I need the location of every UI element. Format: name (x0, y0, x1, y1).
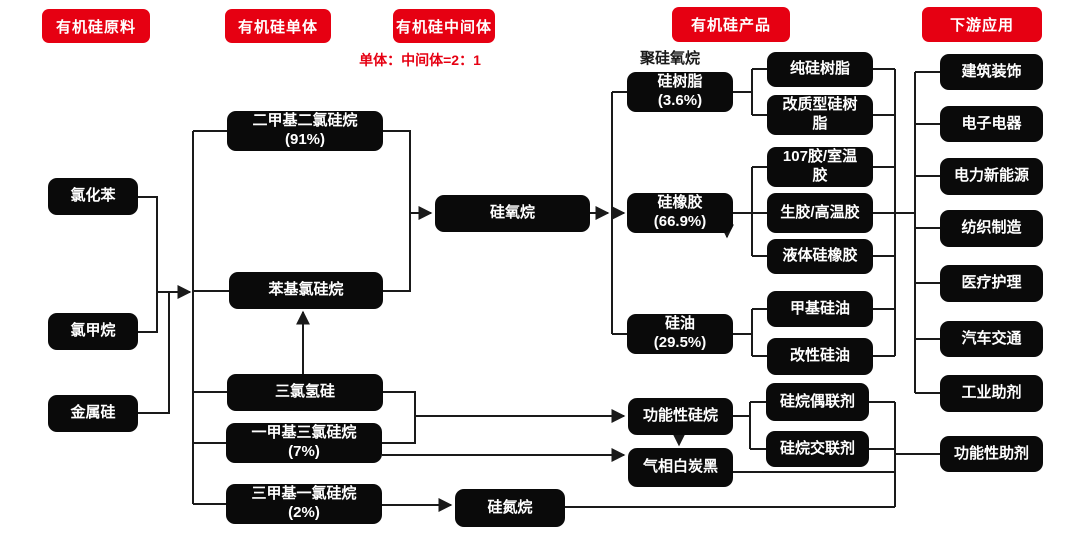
node-industrial-additive: 工业助剂 (940, 375, 1043, 412)
node-chlorobenzene: 氯化苯 (48, 178, 138, 215)
connector-line (914, 71, 940, 394)
connector-line (869, 401, 896, 507)
node-silicone-oil: 硅油 (29.5%) (627, 314, 733, 354)
node-dimethyldichlorosilane: 二甲基二氯硅烷 (91%) (227, 111, 383, 151)
connector-line (733, 68, 767, 116)
node-functional-silane: 功能性硅烷 (628, 398, 733, 435)
node-electronics: 电子电器 (940, 106, 1043, 142)
node-functional-additive: 功能性助剂 (940, 436, 1043, 472)
node-crosslinking-agent: 硅烷交联剂 (766, 431, 869, 467)
connector-line (138, 196, 158, 333)
connector-line (733, 166, 767, 257)
node-textile: 纺织制造 (940, 210, 1043, 247)
node-chloromethane: 氯甲烷 (48, 313, 138, 350)
node-trimethylchlorosilane: 三甲基一氯硅烷 (2%) (226, 484, 382, 524)
node-liquid-rubber: 液体硅橡胶 (767, 239, 873, 274)
connector-line (733, 401, 766, 450)
connector-line (733, 308, 767, 357)
header-products: 有机硅产品 (672, 7, 790, 42)
node-siloxane: 硅氧烷 (435, 195, 590, 232)
header-monomers: 有机硅单体 (225, 9, 331, 43)
node-silazane: 硅氮烷 (455, 489, 565, 527)
node-glue-107: 107胶/室温胶 (767, 147, 873, 187)
node-medical-care: 医疗护理 (940, 265, 1043, 302)
node-automotive: 汽车交通 (940, 321, 1043, 357)
node-phenylchlorosilane: 苯基氯硅烷 (229, 272, 383, 309)
connector-line (193, 130, 229, 505)
node-silicone-resin: 硅树脂 (3.6%) (627, 72, 733, 112)
node-silicone-rubber: 硅橡胶 (66.9%) (627, 193, 733, 233)
node-raw-high-temp-glue: 生胶/高温胶 (767, 193, 873, 233)
connector-line (138, 291, 170, 414)
connector-line (382, 391, 416, 444)
polysiloxane-label: 聚硅氧烷 (640, 50, 701, 67)
node-trichlorosilane: 三氯氢硅 (227, 374, 383, 411)
node-methyl-oil: 甲基硅油 (767, 291, 873, 327)
node-pure-resin: 纯硅树脂 (767, 52, 873, 87)
header-downstream: 下游应用 (922, 7, 1042, 42)
connector-line (873, 68, 896, 357)
node-modified-oil: 改性硅油 (767, 338, 873, 375)
node-construction: 建筑装饰 (940, 54, 1043, 90)
node-power-new-energy: 电力新能源 (940, 158, 1043, 195)
connector-line (383, 130, 413, 292)
node-coupling-agent: 硅烷偶联剂 (766, 383, 869, 421)
ratio-note: 单体：中间体=2：1 (359, 52, 481, 68)
node-modified-resin: 改质型硅树脂 (767, 95, 873, 135)
node-silicon-metal: 金属硅 (48, 395, 138, 432)
node-fumed-silica: 气相白炭黑 (628, 448, 733, 487)
header-intermediates: 有机硅中间体 (393, 9, 495, 43)
node-methyltrichlorosilane: 一甲基三氯硅烷 (7%) (226, 423, 382, 463)
header-raw-materials: 有机硅原料 (42, 9, 150, 43)
